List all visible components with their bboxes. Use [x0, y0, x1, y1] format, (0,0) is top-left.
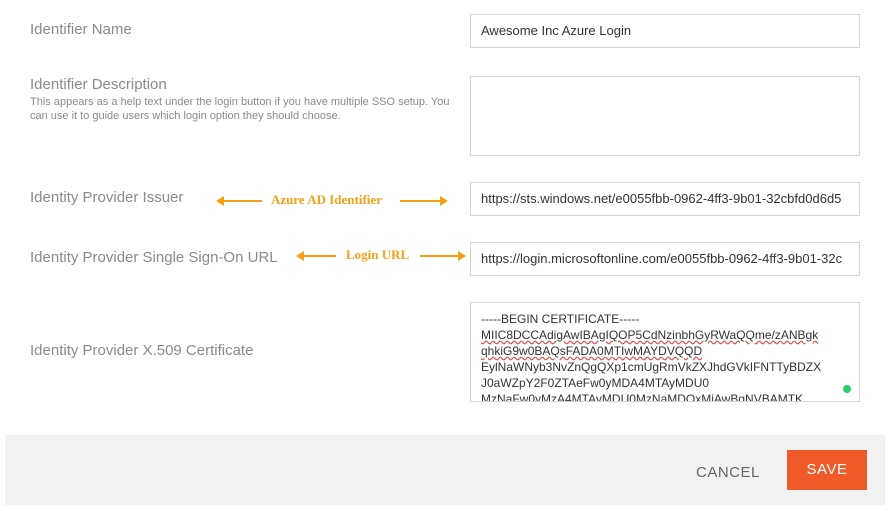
identifier-description-textarea[interactable] [470, 76, 860, 156]
sso-url-input[interactable]: https://login.microsoftonline.com/e0055f… [470, 242, 860, 276]
form-footer [5, 435, 885, 505]
certificate-line: J0aWZpY2F0ZTAeFw0yMDA4MTAyMDU0 [481, 376, 710, 390]
right-arrow-icon [400, 196, 448, 206]
save-button[interactable]: SAVE [787, 450, 867, 490]
certificate-textarea[interactable]: -----BEGIN CERTIFICATE----- MIIC8DCCAdig… [470, 302, 860, 402]
issuer-label: Identity Provider Issuer [30, 189, 184, 206]
right-arrow-icon [420, 251, 466, 261]
certificate-line: MzNaFw0yMzA4MTAyMDU0MzNaMDQxMjAwBgNVBAMT… [481, 392, 804, 402]
identifier-description-label: Identifier Description [30, 76, 167, 93]
certificate-line: EylNaWNyb3NvZnQgQXp1cmUgRmVkZXJhdGVkIFNT… [481, 360, 822, 374]
cancel-button[interactable]: CANCEL [696, 464, 760, 481]
left-arrow-icon [296, 251, 336, 261]
sso-url-label: Identity Provider Single Sign-On URL [30, 249, 278, 266]
certificate-label: Identity Provider X.509 Certificate [30, 342, 254, 359]
left-arrow-icon [216, 196, 262, 206]
certificate-line: -----BEGIN CERTIFICATE----- [481, 312, 640, 326]
identifier-description-help: This appears as a help text under the lo… [30, 96, 450, 122]
issuer-annotation: Azure AD Identifier [271, 192, 382, 207]
sso-url-annotation: Login URL [346, 247, 410, 262]
identifier-name-label: Identifier Name [30, 21, 132, 38]
status-dot-icon [843, 385, 851, 393]
issuer-input[interactable]: https://sts.windows.net/e0055fbb-0962-4f… [470, 182, 860, 216]
identifier-name-input[interactable]: Awesome Inc Azure Login [470, 14, 860, 48]
certificate-line: MIIC8DCCAdigAwIBAgIQOP5CdNzinbhGyRWaQQme… [481, 328, 819, 342]
certificate-line: qhkiG9w0BAQsFADA0MTIwMAYDVQQD [481, 344, 703, 358]
